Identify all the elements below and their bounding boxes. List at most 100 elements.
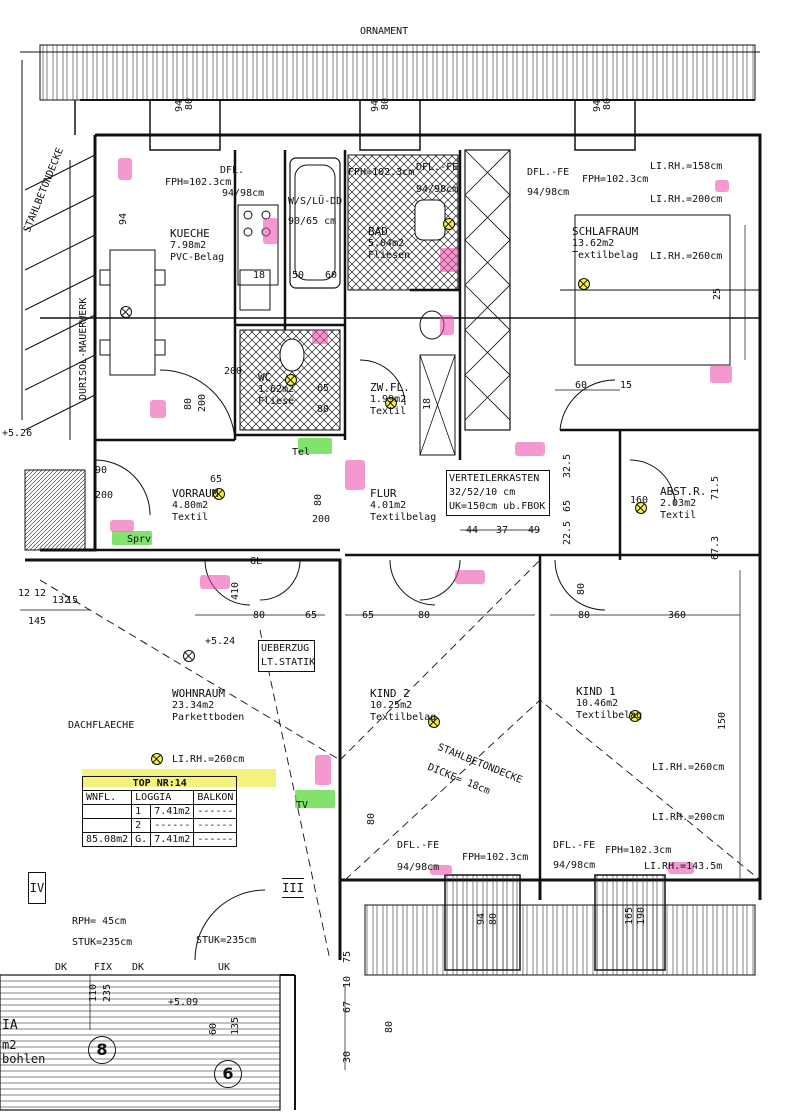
whs-label: W/S/LÜ-DD <box>288 196 343 207</box>
tv-highlight <box>295 790 335 808</box>
dimension-label: 200 <box>312 514 331 525</box>
axis-iv-label: IV <box>28 872 46 904</box>
sprv-label: Sprv <box>127 534 152 545</box>
top-number: TOP NR:14 <box>81 776 238 791</box>
dimension-label: 75 <box>342 950 353 963</box>
ornament-label: ORNAMENT <box>360 26 409 37</box>
dimension-label: 10 <box>342 975 353 988</box>
dimension-label: 90 <box>95 465 108 476</box>
dimension-label: 65 <box>362 610 375 621</box>
dimension-label: 80 <box>418 610 431 621</box>
socket-highlight <box>150 400 166 418</box>
room-floor: Fliesen <box>368 250 411 261</box>
dfl-label: DFL.-FE <box>397 840 440 851</box>
room-flur: FLUR 4.01m2 Textilbelag <box>370 488 436 524</box>
socket-highlight <box>440 248 458 272</box>
tel-highlight <box>298 438 332 454</box>
room-area: 10.46m2 <box>576 698 619 709</box>
ceiling-light-icon <box>629 710 641 722</box>
ueberzug-statik: LT.STATIK <box>261 657 316 668</box>
dimension-label: 65 <box>562 499 573 512</box>
dimension-label: 200 <box>197 393 208 412</box>
window-fix-label: FIX <box>94 962 113 973</box>
socket-highlight <box>455 570 485 584</box>
socket-highlight <box>200 575 230 589</box>
dimension-label: 30 <box>342 1050 353 1063</box>
level-label: +5.26 <box>2 428 33 439</box>
dimension-label: 60 <box>208 1022 219 1035</box>
dimension-label: 80 <box>313 493 324 506</box>
fph-label: FPH=102.3cm <box>582 174 649 185</box>
ceiling-light-icon <box>213 488 225 500</box>
table-cell <box>81 804 133 819</box>
socket-highlight <box>312 330 328 344</box>
dimension-label: 15 <box>620 380 633 391</box>
table-row: 2 ------ ------ <box>81 818 238 833</box>
dimension-label: 80 <box>384 1020 395 1033</box>
lirh-label: LI.RH.=260cm <box>650 251 723 262</box>
dimension-label: 65 <box>317 383 330 394</box>
room-floor: Textilbelag <box>370 512 437 523</box>
socket-highlight <box>668 862 694 874</box>
dimension-label: 80 <box>602 97 613 110</box>
verteiler-size: 32/52/10 cm <box>449 487 516 498</box>
lirh-label: LI.RH.=260cm <box>652 762 725 773</box>
table-cell: 2 <box>131 818 152 833</box>
ceiling-light-icon <box>285 374 297 386</box>
dimension-label: 94 <box>118 212 129 225</box>
dimension-label: 18 <box>253 270 266 281</box>
room-area: 5.04m2 <box>368 238 405 249</box>
dfl-size-label: 94/98cm <box>397 862 440 873</box>
dfl-size-label: 94/98cm <box>553 860 596 871</box>
room-area: 4.01m2 <box>370 500 407 511</box>
table-header: BALKON <box>193 790 238 805</box>
room-name: KUECHE <box>170 227 210 240</box>
dimension-label: 135 <box>230 1016 241 1035</box>
dimension-label: 67.3 <box>710 535 721 560</box>
cut-label: IA <box>2 1018 18 1033</box>
dimension-label: 80 <box>380 97 391 110</box>
room-floor: Textilbelag <box>576 710 643 721</box>
window-dk-label: DK <box>55 962 68 973</box>
lirh-label: LI.RH.=200cm <box>652 812 725 823</box>
fph-label: FPH=102.3cm <box>462 852 529 863</box>
axis-iv-text: IV <box>29 881 45 895</box>
dimension-label: 12 <box>18 588 31 599</box>
room-floor: Parkettboden <box>172 712 245 723</box>
room-area: 23.34m2 <box>172 700 215 711</box>
socket-highlight <box>345 460 365 490</box>
socket-highlight <box>118 158 132 180</box>
dimension-label: 67 <box>342 1000 353 1013</box>
dimension-label: 12 <box>34 588 47 599</box>
rph-label: RPH= 45cm <box>72 916 127 927</box>
fph-label: FPH=102.3cm <box>605 845 672 856</box>
dfl-label: DFL. <box>220 165 245 176</box>
room-floor: Textil <box>370 406 407 417</box>
dimension-label: 200 <box>224 366 243 377</box>
room-name: KIND 2 <box>370 687 410 700</box>
dimension-label: 65 <box>210 474 223 485</box>
axis-iii-label: III <box>282 878 304 898</box>
dimension-label: 80 <box>183 397 194 410</box>
room-area: 13.62m2 <box>572 238 615 249</box>
table-cell: ------ <box>193 818 238 833</box>
ceiling-light-icon <box>578 278 590 290</box>
dimension-label: 15 <box>66 595 79 606</box>
table-cell <box>81 818 133 833</box>
dimension-label: 132 <box>52 595 71 606</box>
axis-iii-text: III <box>282 881 304 895</box>
dimension-label: 80 <box>253 610 266 621</box>
dimension-label: 150 <box>717 711 728 730</box>
room-kind2: KIND 2 10.25m2 Textilbelag <box>370 688 436 724</box>
room-vorraum: VORRAUM 4.80m2 Textil <box>172 488 218 524</box>
stuk-label: STUK=235cm <box>196 935 257 946</box>
table-cell: 7.41m2 <box>150 832 195 847</box>
table-cell: 85.08m2 <box>81 832 133 847</box>
dimension-label: 37 <box>496 525 509 536</box>
durisol-label: DURISOL-MAUERWERK <box>78 297 89 400</box>
room-area: 7.98m2 <box>170 240 207 251</box>
room-name: VORRAUM <box>172 487 219 500</box>
dimension-label: 165 <box>624 906 635 925</box>
dfl-label: DFL.-FE <box>416 162 459 173</box>
room-kueche: KUECHE 7.98m2 PVC-Belag <box>170 228 224 264</box>
